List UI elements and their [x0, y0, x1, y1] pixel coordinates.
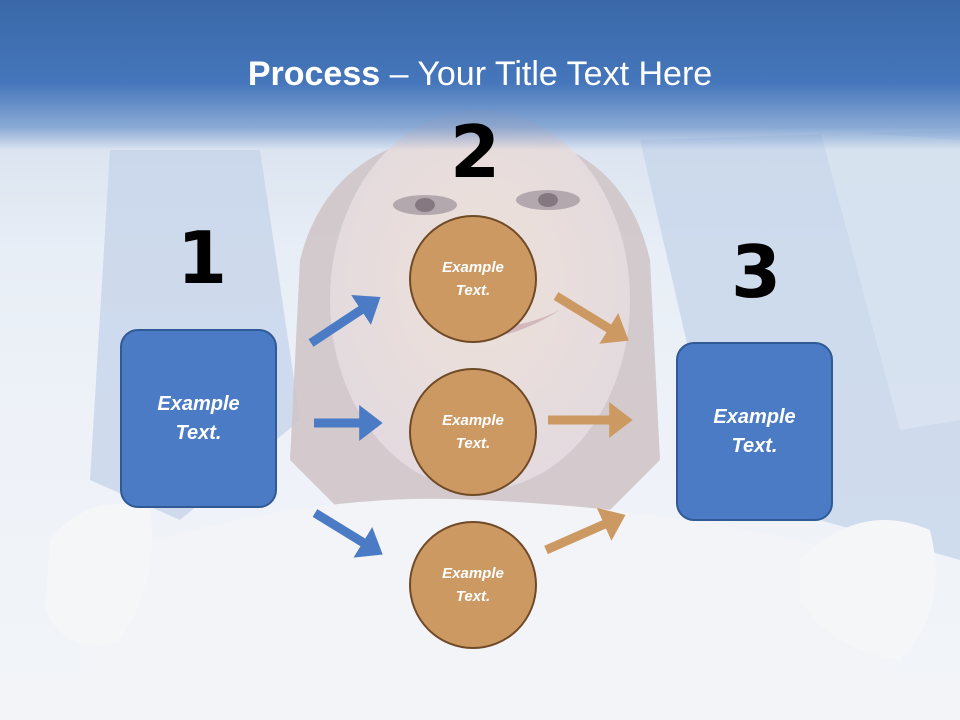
- circle-top-text: Example Text.: [442, 259, 504, 299]
- step-number-2: 2: [450, 110, 501, 194]
- slide-title: Process – Your Title Text Here: [0, 52, 960, 96]
- title-rest: – Your Title Text Here: [380, 55, 713, 93]
- circle-middle-text: Example Text.: [442, 412, 504, 452]
- orange-arrow-up: [544, 507, 626, 555]
- circle-bottom: Example Text.: [409, 521, 537, 649]
- blue-arrow-down: [312, 509, 383, 558]
- circle-middle: Example Text.: [409, 368, 537, 496]
- step-1-text: Example Text.: [157, 392, 240, 444]
- orange-arrow-down: [553, 292, 629, 344]
- title-bar: [0, 0, 960, 150]
- step-3-text: Example Text.: [713, 405, 796, 457]
- step-number-1: 1: [177, 216, 228, 300]
- circle-bottom-text: Example Text.: [442, 565, 504, 605]
- circle-top: Example Text.: [409, 215, 537, 343]
- blue-arrow-up: [308, 294, 381, 347]
- title-bold: Process: [247, 55, 381, 93]
- step-3-box: Example Text.: [676, 342, 833, 521]
- step-number-3: 3: [731, 230, 782, 314]
- step-1-box: Example Text.: [120, 329, 277, 508]
